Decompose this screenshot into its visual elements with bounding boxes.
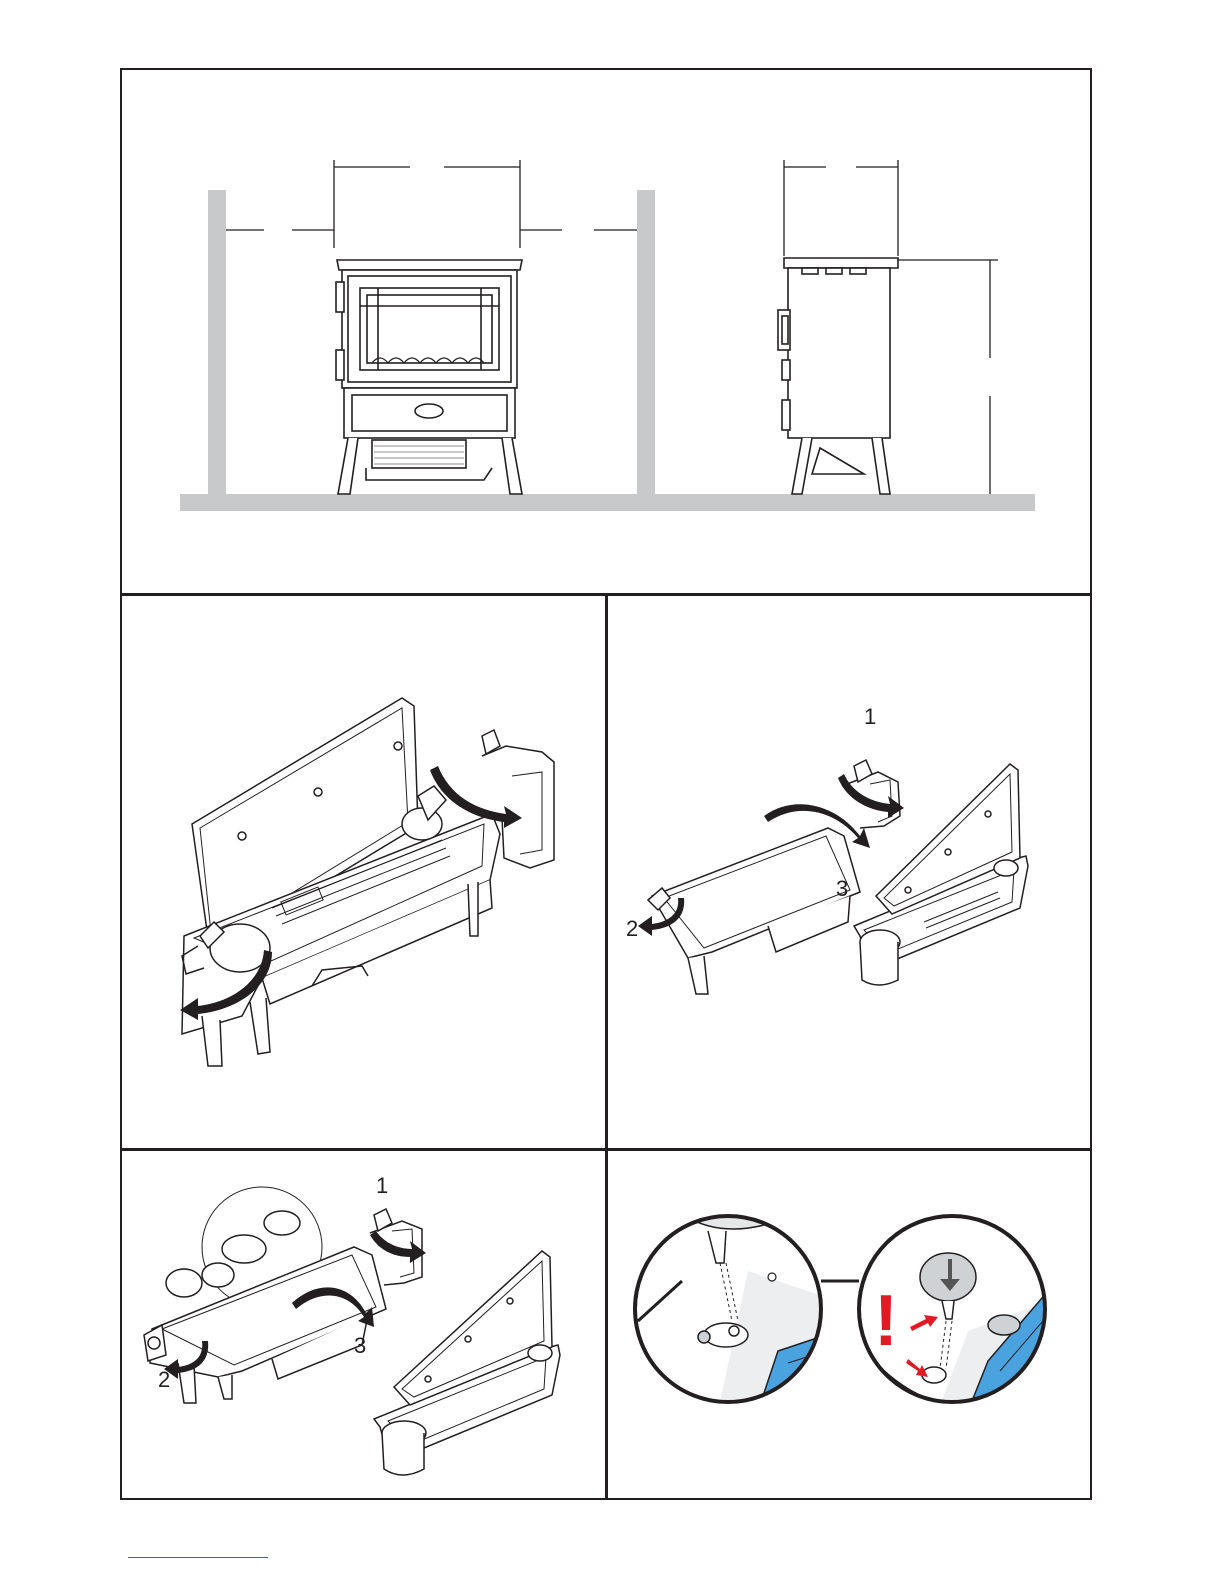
suction-cups-illustration: 1 2 3 (122, 1151, 605, 1498)
step-label-1: 1 (376, 1173, 388, 1198)
step-label-3: 3 (836, 876, 848, 901)
clearance-diagram (122, 70, 1090, 596)
panel-suction-cups: 1 2 3 (122, 1151, 608, 1498)
step-label-2: 2 (158, 1367, 170, 1392)
instruction-figure-frame: 1 2 3 (120, 68, 1092, 1500)
detail-circle-left (628, 1211, 838, 1411)
stove-front-view (336, 260, 522, 494)
cup-detail-illustration: ! (608, 1151, 1090, 1498)
footer-rule (128, 1557, 268, 1558)
remove-tray-illustration (122, 596, 605, 1148)
step-label-3: 3 (354, 1333, 366, 1358)
floor (180, 494, 1035, 511)
panel-clearance-diagram (122, 70, 1090, 596)
step-label-2: 2 (626, 916, 638, 941)
separate-parts-illustration: 1 2 3 (608, 596, 1090, 1148)
step-label-1: 1 (864, 704, 876, 729)
right-wall (637, 190, 655, 494)
panel-remove-tray (122, 596, 608, 1151)
panel-separate-parts: 1 2 3 (608, 596, 1090, 1151)
panel-cup-detail: ! (608, 1151, 1090, 1498)
left-wall (208, 190, 226, 494)
warning-mark: ! (874, 1281, 898, 1361)
stove-side-view (778, 258, 898, 494)
